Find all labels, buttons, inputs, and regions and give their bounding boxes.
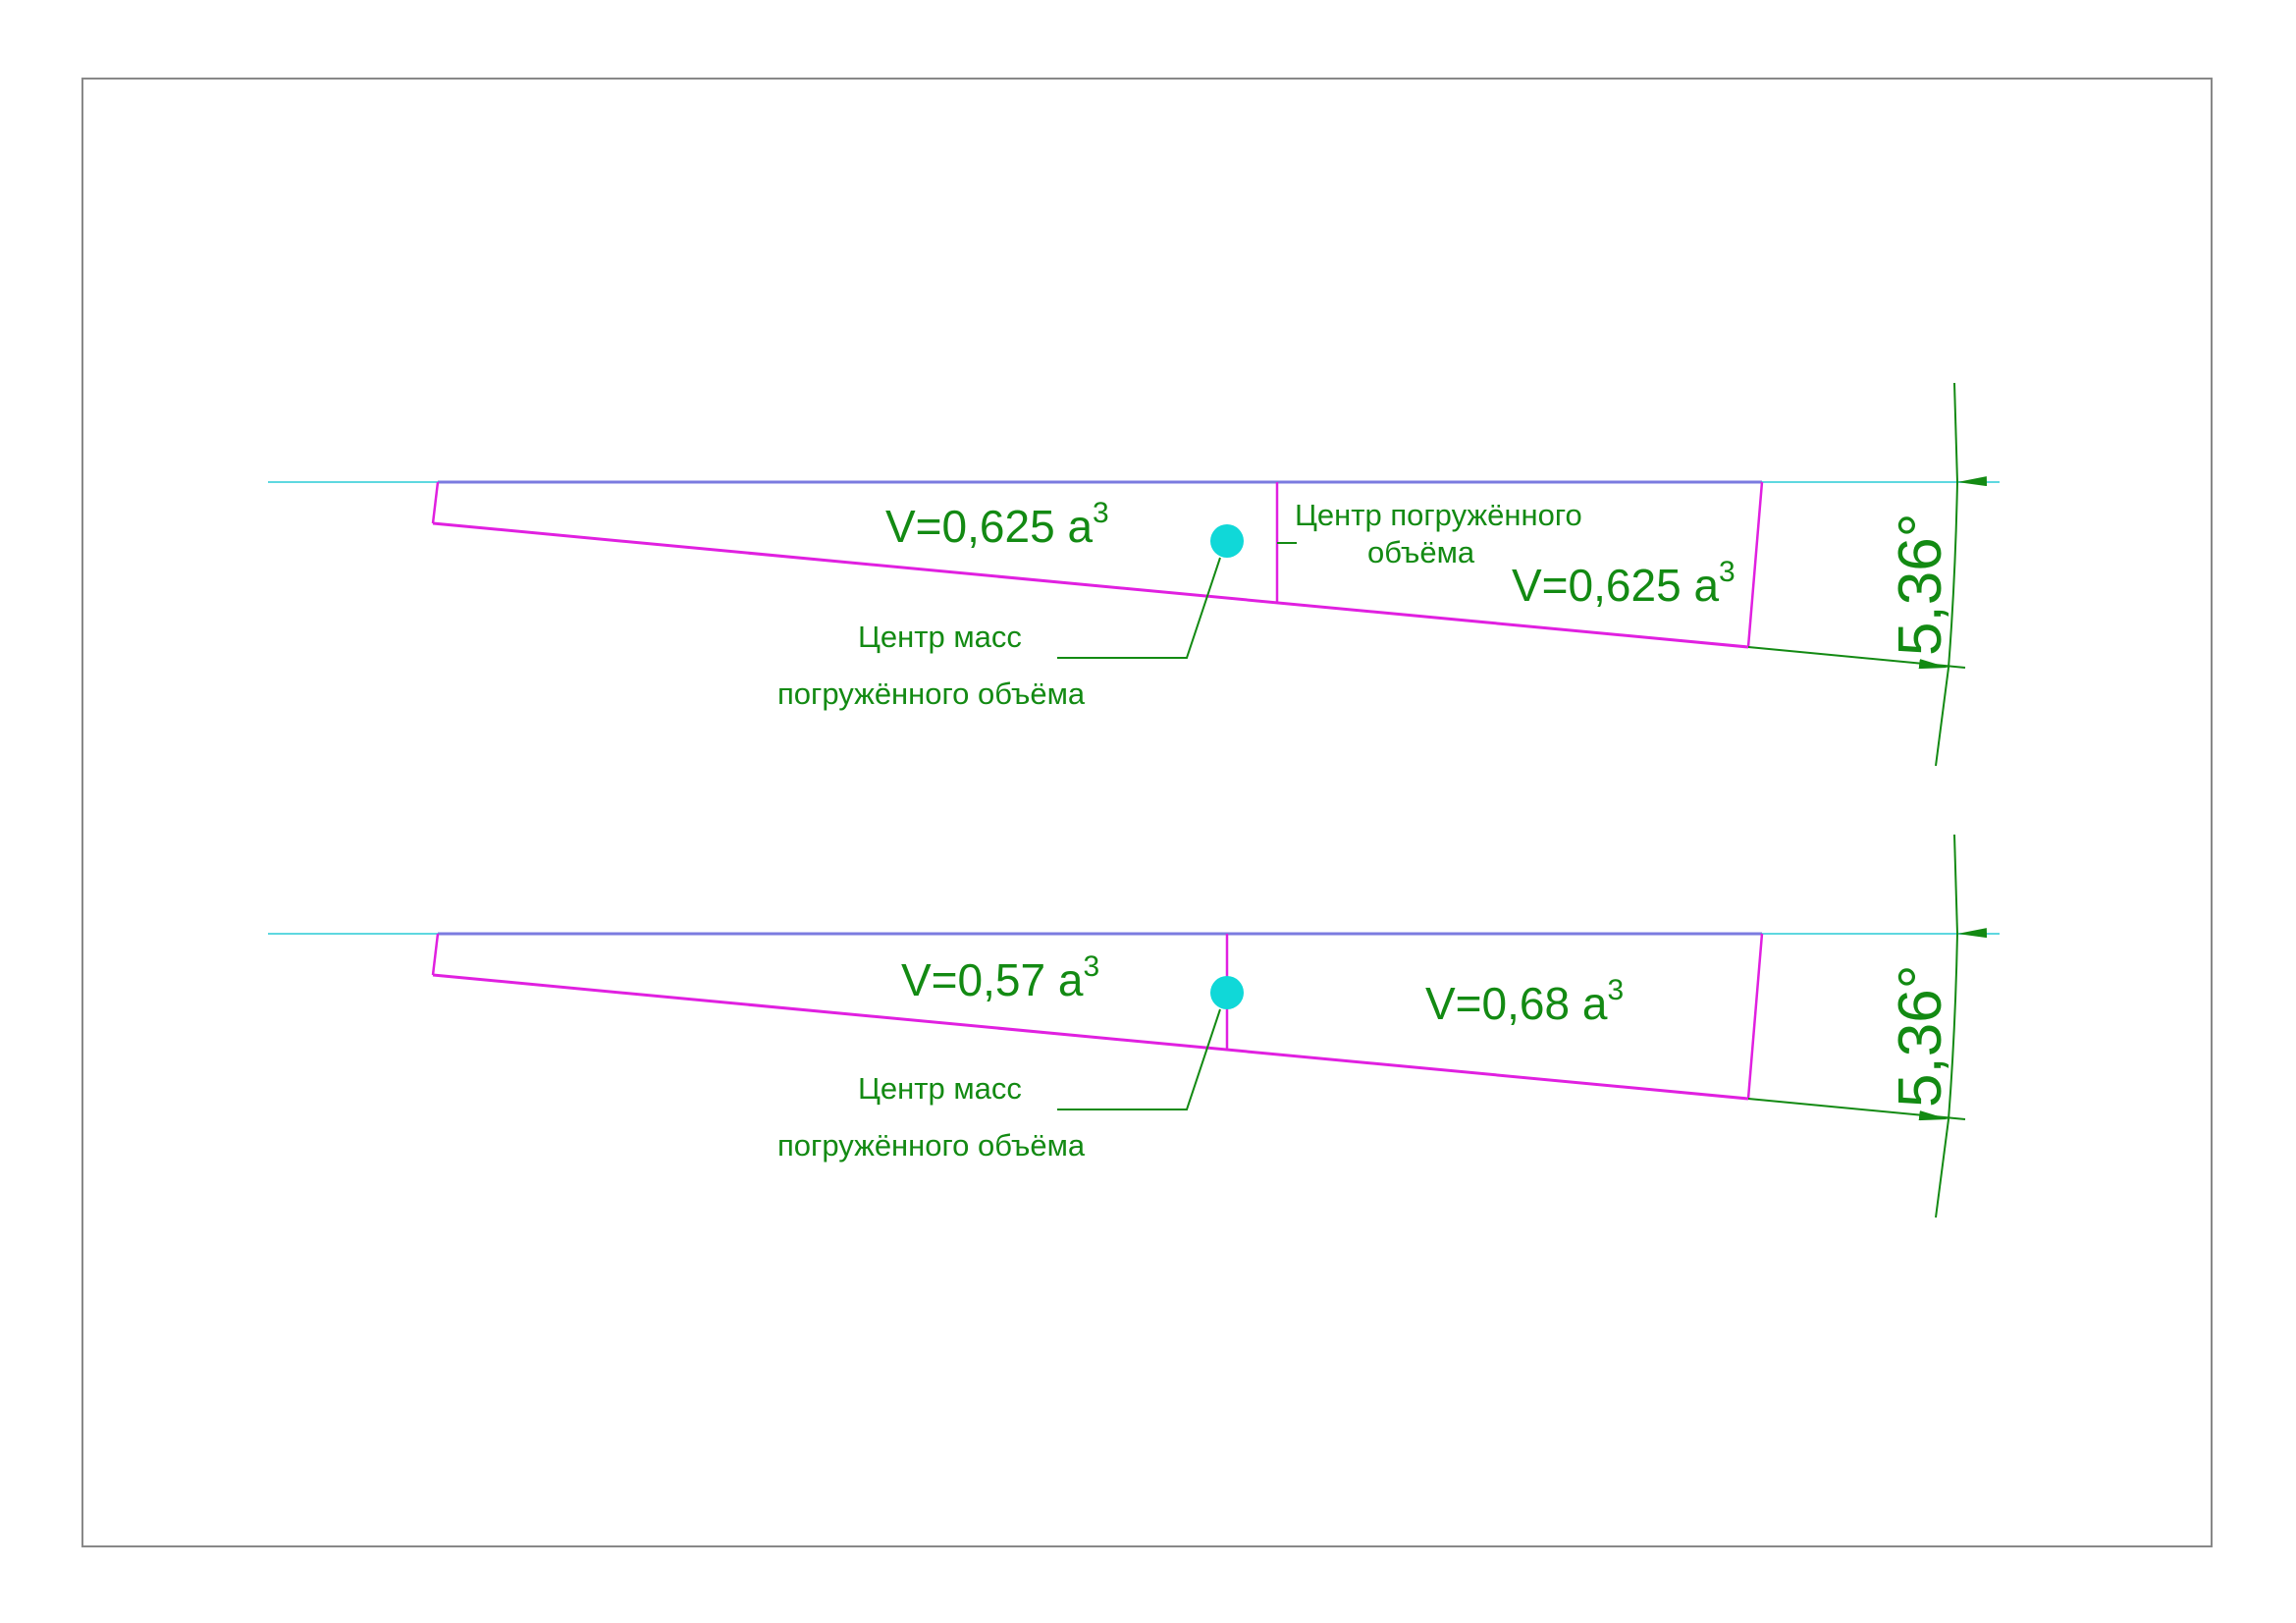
drawing-frame — [81, 78, 2213, 1547]
left-volume-label: V=0,57 a3 — [901, 950, 1099, 1005]
angle-arrow-bottom — [1918, 659, 1949, 767]
mass-center-label-line1: Центр масс — [858, 620, 1022, 654]
angle-label: 5,36° — [1887, 965, 1954, 1108]
mass-center-dot — [1210, 524, 1244, 558]
hull-bottom — [432, 521, 1749, 649]
mass-center-label-line2: погружённого объёма — [777, 676, 1086, 711]
right-volume-label: V=0,625 a3 — [1512, 556, 1735, 611]
figure-bottom: V=0,57 a3 V=0,68 a3 Центр масс погружённ… — [268, 834, 2000, 1218]
mass-center-dot — [1210, 976, 1244, 1009]
hull-right-edge — [1746, 481, 1764, 648]
mass-center-label-line1: Центр масс — [858, 1071, 1022, 1106]
mass-center-leader — [1057, 557, 1221, 659]
hull-left-edge — [431, 481, 440, 524]
angle-arrow-bottom — [1918, 1110, 1949, 1218]
left-volume-label: V=0,625 a3 — [885, 497, 1109, 552]
buoyancy-center-label-line1: Центр погружённого — [1295, 498, 1582, 532]
mass-center-label-line2: погружённого объёма — [777, 1128, 1086, 1163]
angle-label: 5,36° — [1887, 514, 1954, 656]
hull-right-edge — [1746, 933, 1764, 1100]
buoyancy-center-label-line2: объёма — [1367, 535, 1475, 569]
angle-dimension-arc — [1948, 481, 1958, 669]
figure-top: V=0,625 a3 V=0,625 a3 Центр погружённого… — [268, 382, 2000, 767]
hull-bottom — [432, 973, 1749, 1101]
mass-center-leader — [1057, 1008, 1221, 1110]
right-volume-label: V=0,68 a3 — [1425, 974, 1624, 1029]
angle-dimension-arc — [1948, 933, 1958, 1120]
angle-arrow-top — [1953, 834, 1988, 939]
hull-left-edge — [431, 933, 440, 976]
angle-arrow-top — [1953, 382, 1988, 487]
